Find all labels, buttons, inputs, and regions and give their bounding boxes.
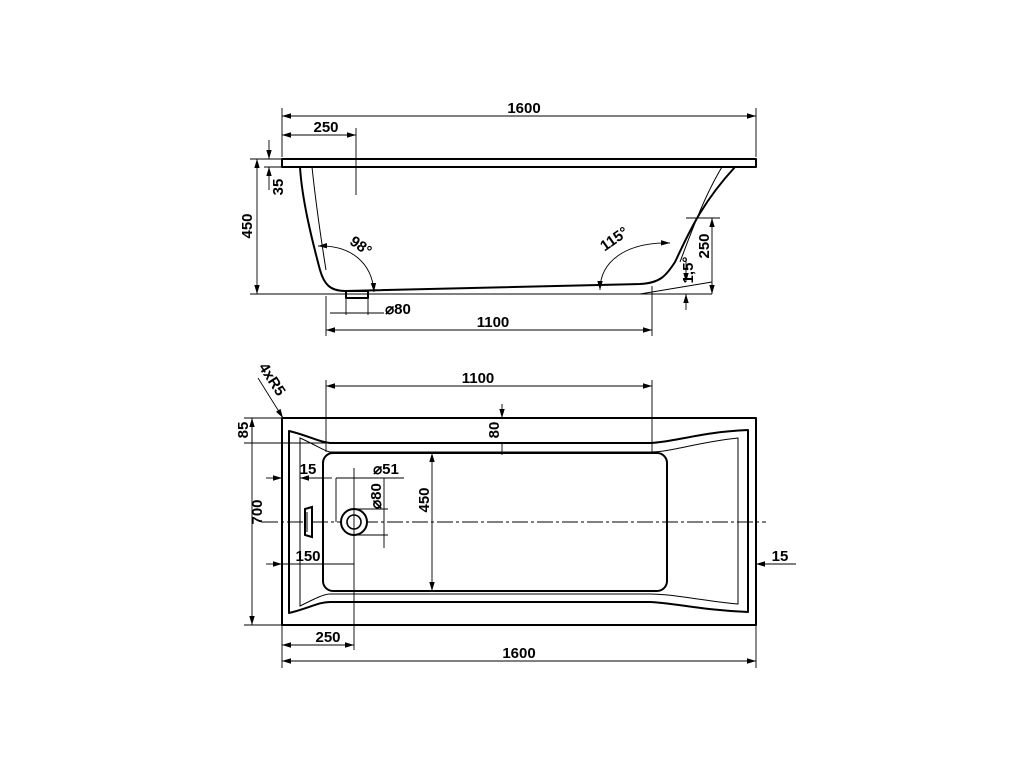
label-top-15-left: 15 bbox=[300, 461, 317, 478]
top-outer-rim bbox=[281, 417, 757, 626]
label-top-250: 250 bbox=[315, 629, 340, 646]
label-top-1100: 1100 bbox=[462, 370, 495, 387]
label-top-overflow-diameter: ⌀51 bbox=[373, 461, 399, 478]
label-top-450: 450 bbox=[416, 487, 433, 512]
label-side-back-250: 250 bbox=[696, 233, 713, 258]
label-corner-radius: 4xR5 bbox=[255, 360, 289, 399]
label-side-450: 450 bbox=[239, 213, 256, 238]
side-view: 1600 250 450 35 98° 115° 250 1,5° ⌀80 bbox=[239, 100, 757, 336]
top-inner-shelf bbox=[299, 437, 739, 607]
label-top-80: 80 bbox=[486, 422, 503, 439]
top-view: 4xR5 1100 80 85 700 15 ⌀51 ⌀80 bbox=[235, 360, 796, 668]
side-body-outline bbox=[299, 166, 736, 292]
label-top-150: 150 bbox=[295, 548, 320, 565]
side-rim bbox=[281, 158, 757, 168]
label-top-700: 700 bbox=[249, 499, 266, 524]
label-side-1100: 1100 bbox=[477, 314, 510, 331]
label-side-1600: 1600 bbox=[507, 100, 540, 117]
label-top-85: 85 bbox=[235, 422, 252, 439]
dim-angle-98 bbox=[317, 243, 377, 293]
dim-corner-radius bbox=[257, 377, 284, 419]
label-angle-98: 98° bbox=[346, 233, 374, 260]
side-drain bbox=[345, 290, 369, 299]
side-inner-left bbox=[311, 166, 327, 271]
label-side-35: 35 bbox=[270, 179, 287, 196]
dim-angle-115 bbox=[597, 240, 671, 291]
overflow-icon bbox=[304, 505, 313, 539]
label-side-drain: ⌀80 bbox=[385, 301, 411, 318]
label-side-slope: 1,5° bbox=[680, 257, 697, 284]
label-side-250: 250 bbox=[313, 119, 338, 136]
side-inner-right bbox=[679, 166, 723, 263]
label-top-drain-diameter: ⌀80 bbox=[368, 483, 385, 509]
side-slope-line bbox=[639, 281, 713, 295]
label-top-15-right: 15 bbox=[772, 548, 789, 565]
label-top-1600: 1600 bbox=[502, 645, 535, 662]
